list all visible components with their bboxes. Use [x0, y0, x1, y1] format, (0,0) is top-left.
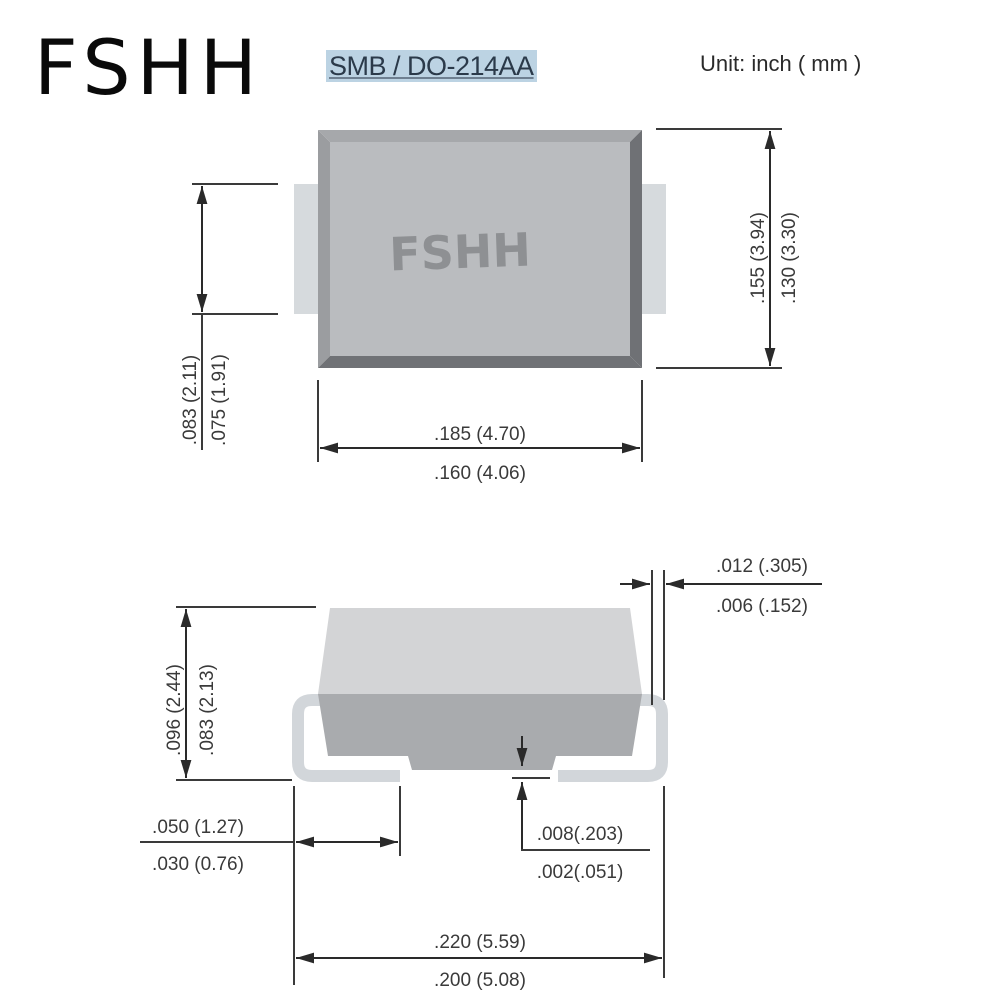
standoff-max: .008(.203)	[537, 824, 624, 845]
body-face	[330, 142, 630, 356]
lead-thickness-min: .006 (.152)	[716, 596, 808, 617]
overall-width-max: .220 (5.59)	[434, 932, 526, 953]
body-height-min: .130 (3.30)	[779, 212, 800, 304]
body-width-min: .160 (4.06)	[434, 463, 526, 484]
body-upper	[318, 608, 642, 694]
unit-label: Unit: inch ( mm )	[700, 51, 862, 76]
body-bevel-bottom	[318, 356, 642, 368]
lead-height-max: .083 (2.11)	[180, 355, 201, 445]
right-j-lead	[558, 694, 668, 782]
body-bevel-right	[630, 130, 642, 368]
overall-height-max: .096 (2.44)	[164, 664, 185, 756]
package-title: SMB / DO-214AA	[326, 50, 537, 82]
overall-height-min: .083 (2.13)	[197, 664, 218, 756]
body-lower	[318, 694, 642, 770]
lead-length-min: .030 (0.76)	[152, 854, 244, 875]
body-height-max: .155 (3.94)	[748, 212, 769, 304]
standoff-min: .002(.051)	[537, 862, 624, 883]
right-lead	[642, 184, 666, 314]
brand-logo: FSHH	[34, 23, 263, 112]
body-bevel-left	[318, 130, 330, 368]
side-view: .096 (2.44) .083 (2.13) .012 (.305) .006…	[140, 556, 822, 991]
lead-length-max: .050 (1.27)	[152, 817, 244, 838]
left-lead	[294, 184, 318, 314]
overall-width-min: .200 (5.08)	[434, 970, 526, 991]
lead-height-min: .075 (1.91)	[209, 354, 230, 446]
left-j-lead	[292, 694, 400, 782]
body-width-max: .185 (4.70)	[434, 424, 526, 445]
top-view: FSHH .083 (2.11) .075 (1.91) .155 (3.94)…	[180, 128, 800, 484]
body-bevel-top	[318, 130, 642, 142]
body-marking: FSHH	[388, 223, 531, 282]
lead-thickness-max: .012 (.305)	[716, 556, 808, 577]
